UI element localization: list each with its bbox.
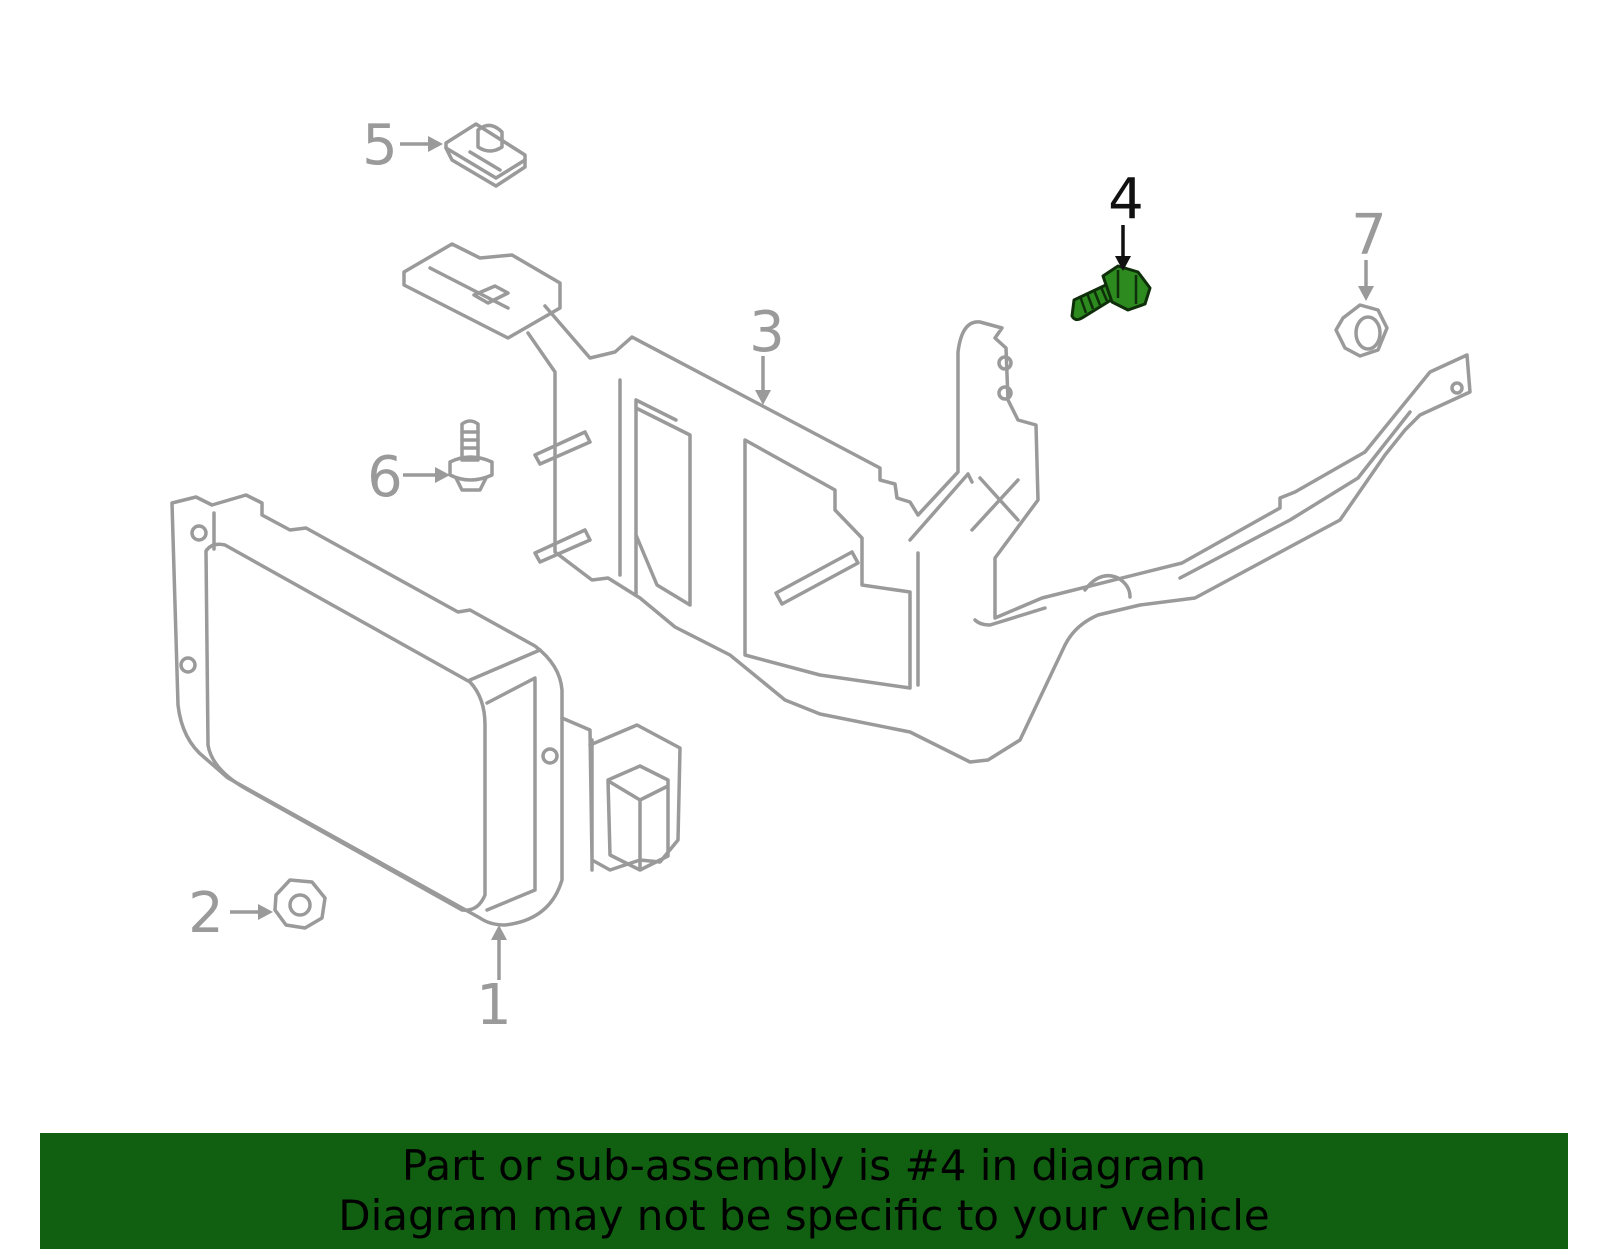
callout-4: 4 bbox=[1108, 167, 1144, 232]
banner-line-2: Diagram may not be specific to your vehi… bbox=[338, 1191, 1270, 1240]
part-4-bolt bbox=[1070, 264, 1152, 322]
part-1-sensor-module bbox=[170, 493, 682, 927]
parts-diagram: 1 2 3 4 5 6 7 bbox=[170, 113, 1472, 1038]
info-banner: Part or sub-assembly is #4 in diagram Di… bbox=[40, 1133, 1568, 1249]
callout-7: 7 bbox=[1351, 203, 1387, 268]
callout-1: 1 bbox=[476, 973, 512, 1038]
part-5-clip-nut bbox=[444, 122, 527, 188]
callout-2: 2 bbox=[188, 881, 224, 946]
callout-3: 3 bbox=[749, 300, 785, 365]
callout-arrows bbox=[230, 136, 1374, 980]
banner-line-1: Part or sub-assembly is #4 in diagram bbox=[401, 1141, 1207, 1190]
callout-labels: 1 2 3 4 5 6 7 bbox=[188, 113, 1387, 1038]
part-7-nut bbox=[1334, 303, 1389, 358]
callout-6: 6 bbox=[367, 445, 403, 510]
part-3-bracket bbox=[402, 242, 1472, 764]
callout-5: 5 bbox=[362, 113, 398, 178]
part-2-nut bbox=[273, 878, 327, 930]
part-6-bolt bbox=[448, 419, 494, 492]
